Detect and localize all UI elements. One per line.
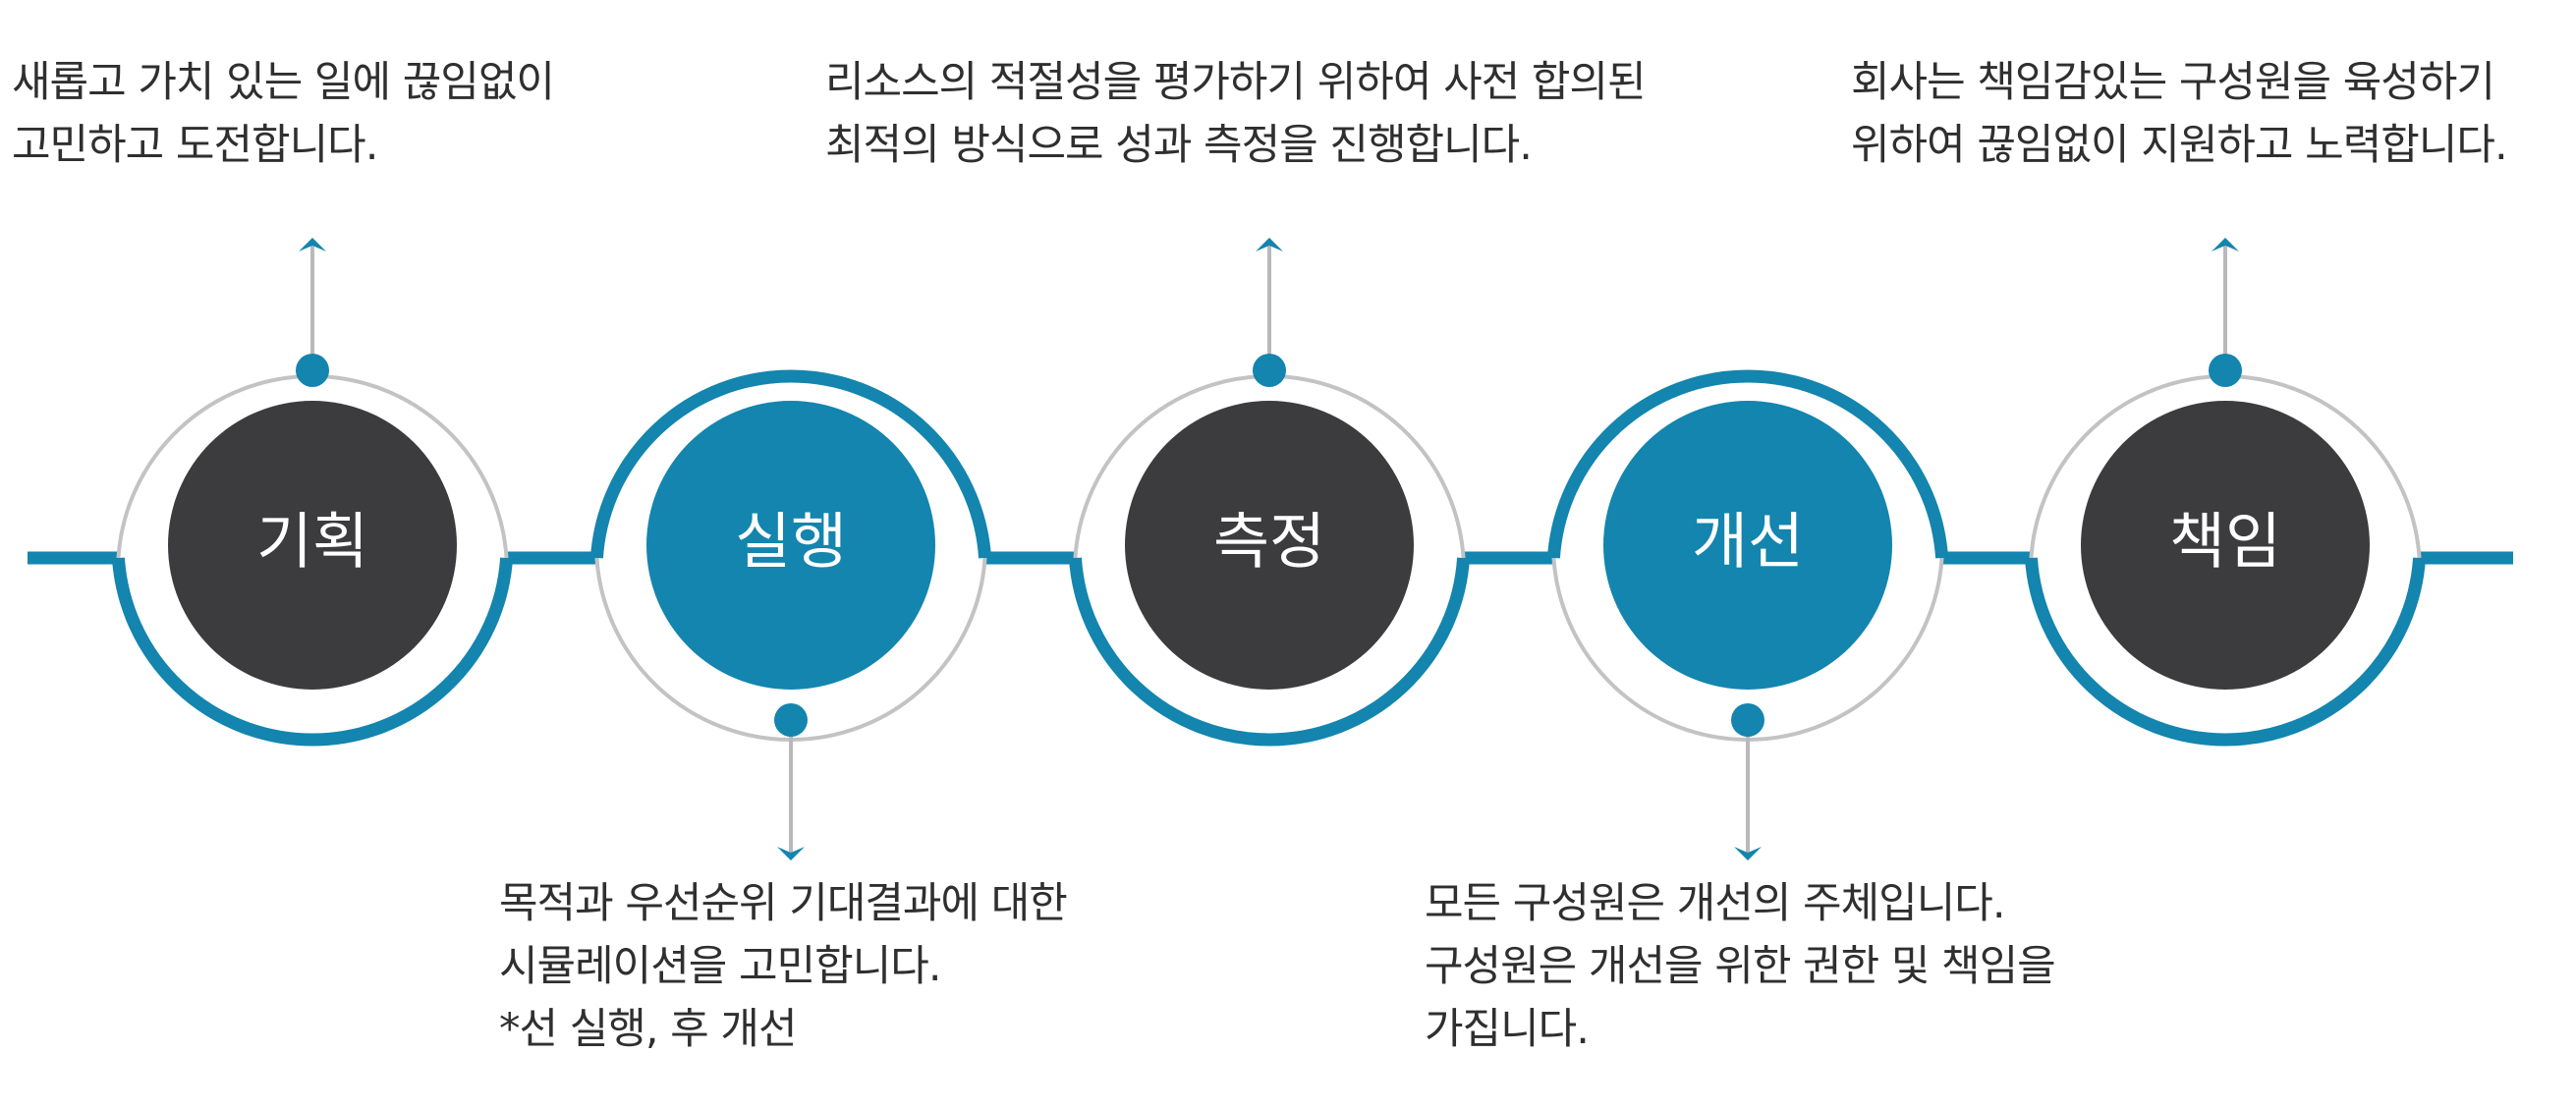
description-line: 새롭고 가치 있는 일에 끊임없이	[12, 58, 555, 107]
description-line: 목적과 우선순위 기대결과에 대한	[499, 879, 1068, 928]
step-plan-description: 새롭고 가치 있는 일에 끊임없이 고민하고 도전합니다.	[12, 51, 555, 177]
step-plan-arrow-icon	[299, 238, 326, 251]
step-execute-circle	[646, 401, 935, 690]
step-execute-label: 실행	[735, 506, 847, 578]
step-execute-description: 목적과 우선순위 기대결과에 대한 시뮬레이션을 고민합니다. *선 실행, 후…	[499, 872, 1068, 1061]
step-improve-label: 개선	[1692, 506, 1804, 578]
step-plan-front-arc	[111, 557, 514, 747]
description-line: 고민하고 도전합니다.	[12, 121, 378, 170]
step-improve-front-arc	[1546, 369, 1949, 559]
step-responsibility-label: 책임	[2169, 506, 2281, 578]
step-improve-pointer-dot	[1731, 703, 1764, 737]
step-execute: 실행	[589, 369, 992, 860]
description-line: 가집니다.	[1425, 1005, 1590, 1054]
step-measure-arrow-icon	[1256, 238, 1283, 251]
step-responsibility-description: 회사는 책임감있는 구성원을 육성하기 위하여 끊임없이 지원하고 노력합니다.	[1851, 51, 2508, 177]
description-line: 회사는 책임감있는 구성원을 육성하기	[1851, 58, 2495, 107]
step-improve-description: 모든 구성원은 개선의 주체입니다. 구성원은 개선을 위한 권한 및 책임을 …	[1425, 872, 2056, 1061]
step-responsibility-circle	[2081, 401, 2370, 690]
description-line: *선 실행, 후 개선	[499, 1005, 798, 1054]
step-responsibility: 책임	[2024, 238, 2427, 747]
step-plan: 기획	[111, 238, 514, 747]
step-execute-pointer-dot	[774, 703, 808, 737]
step-execute-front-arc	[589, 369, 992, 559]
step-measure: 측정	[1068, 238, 1471, 747]
step-responsibility-pointer-dot	[2209, 354, 2242, 387]
description-line: 최적의 방식으로 성과 측정을 진행합니다.	[825, 121, 1533, 170]
step-measure-description: 리소스의 적절성을 평가하기 위하여 사전 합의된 최적의 방식으로 성과 측정…	[825, 51, 1647, 177]
description-line: 시뮬레이션을 고민합니다.	[499, 942, 941, 991]
step-plan-label: 기획	[256, 506, 368, 578]
step-measure-front-arc	[1068, 557, 1471, 747]
description-line: 리소스의 적절성을 평가하기 위하여 사전 합의된	[825, 58, 1647, 107]
step-improve-circle	[1603, 401, 1892, 690]
step-plan-circle	[168, 401, 457, 690]
step-improve-arrow-icon	[1734, 847, 1762, 860]
step-measure-label: 측정	[1213, 506, 1325, 578]
description-line: 구성원은 개선을 위한 권한 및 책임을	[1425, 942, 2056, 991]
step-responsibility-arrow-icon	[2212, 238, 2239, 251]
step-responsibility-front-arc	[2024, 557, 2427, 747]
step-measure-circle	[1125, 401, 1414, 690]
step-plan-pointer-dot	[296, 354, 329, 387]
step-measure-pointer-dot	[1253, 354, 1286, 387]
description-line: 위하여 끊임없이 지원하고 노력합니다.	[1851, 121, 2508, 170]
step-execute-arrow-icon	[777, 847, 805, 860]
step-improve: 개선	[1546, 369, 1949, 860]
description-line: 모든 구성원은 개선의 주체입니다.	[1425, 879, 2006, 928]
